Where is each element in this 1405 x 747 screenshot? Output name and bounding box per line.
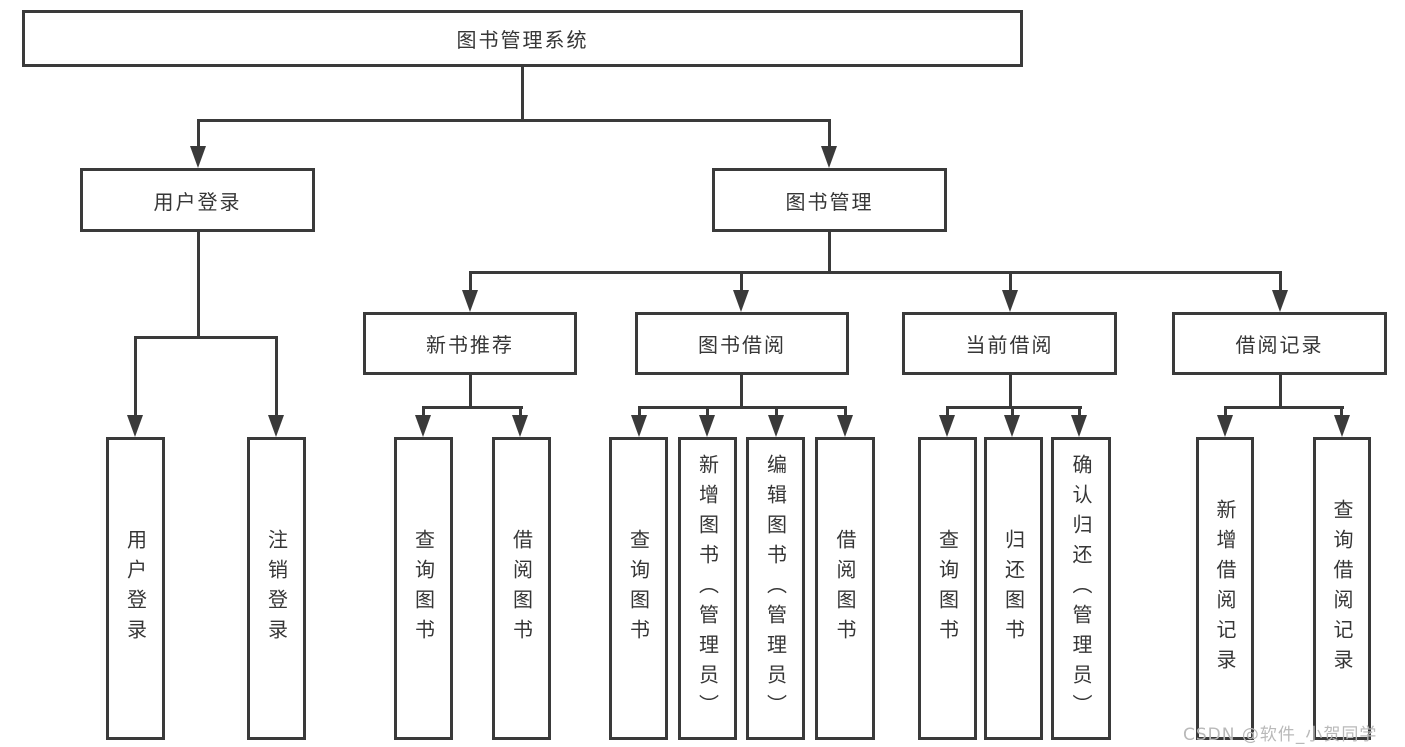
connector-br-rail [1224, 406, 1344, 409]
node-new-book-recommend-label: 新书推荐 [426, 333, 514, 357]
arrow-down-icon [1002, 290, 1018, 312]
connector-leaf-stem [1340, 406, 1343, 418]
connector-book-mgmt-down [828, 232, 831, 271]
arrow-down-icon [462, 290, 478, 312]
connector-nb-down [469, 375, 472, 406]
connector-leaf-stem [638, 406, 641, 418]
connector-bb-rail [638, 406, 847, 409]
connector-leaf-stem [422, 406, 425, 418]
connector-user-login-stem [197, 119, 200, 148]
leaf-logout-label: 注销登录 [264, 528, 289, 649]
arrow-down-icon [512, 415, 528, 437]
connector-user-login-rail [134, 336, 278, 339]
leaf-edit-book-admin-label: 编辑图书（管理员） [763, 453, 788, 724]
leaf-query-current-borrow: 查询图书 [918, 437, 977, 740]
leaf-query-current-borrow-label: 查询图书 [935, 528, 960, 649]
connector-leaf-stem [775, 406, 778, 418]
connector-cb-rail [946, 406, 1082, 409]
connector-leaf-stem [275, 336, 278, 417]
connector-br-down [1279, 375, 1282, 406]
connector-book-mgmt-rail [469, 271, 1282, 274]
leaf-add-borrow-record: 新增借阅记录 [1196, 437, 1254, 740]
connector-bb-down [740, 375, 743, 406]
arrow-down-icon [733, 290, 749, 312]
node-borrow-records: 借阅记录 [1172, 312, 1387, 375]
arrow-down-icon [415, 415, 431, 437]
connector-leaf-stem [844, 406, 847, 418]
connector-leaf-stem [946, 406, 949, 418]
leaf-confirm-return-admin: 确认归还（管理员） [1051, 437, 1111, 740]
arrow-down-icon [127, 415, 143, 437]
arrow-down-icon [268, 415, 284, 437]
connector-book-mgmt-stem [828, 119, 831, 148]
node-book-borrow-label: 图书借阅 [698, 333, 786, 357]
leaf-query-borrow-record-label: 查询借阅记录 [1330, 498, 1354, 679]
connector-leaf-stem [1011, 406, 1014, 418]
node-user-login-label: 用户登录 [153, 189, 242, 214]
leaf-add-book-admin: 新增图书（管理员） [678, 437, 737, 740]
arrow-down-icon [939, 415, 955, 437]
leaf-borrow-book: 借阅图书 [815, 437, 875, 740]
leaf-query-book-borrow-label: 查询图书 [626, 528, 651, 649]
node-new-book-recommend: 新书推荐 [363, 312, 577, 375]
connector-leaf-stem [706, 406, 709, 418]
arrow-down-icon [699, 415, 715, 437]
node-book-management: 图书管理 [712, 168, 947, 232]
connector-root-rail [197, 119, 831, 122]
connector-level3-stem [740, 271, 743, 292]
arrow-down-icon [1004, 415, 1020, 437]
arrow-down-icon [837, 415, 853, 437]
node-root: 图书管理系统 [22, 10, 1023, 67]
node-current-borrow-label: 当前借阅 [965, 333, 1054, 357]
connector-level3-stem [1279, 271, 1282, 292]
leaf-borrow-book-label: 借阅图书 [833, 528, 857, 649]
node-current-borrow: 当前借阅 [902, 312, 1117, 375]
connector-level3-stem [1009, 271, 1012, 292]
leaf-query-borrow-record: 查询借阅记录 [1313, 437, 1371, 740]
leaf-add-book-admin-label: 新增图书（管理员） [695, 453, 720, 724]
connector-leaf-stem [1224, 406, 1227, 418]
node-borrow-records-label: 借阅记录 [1235, 333, 1324, 357]
leaf-confirm-return-admin-label: 确认归还（管理员） [1069, 453, 1093, 724]
arrow-down-icon [631, 415, 647, 437]
arrow-down-icon [1217, 415, 1233, 437]
leaf-borrow-book-recommend: 借阅图书 [492, 437, 551, 740]
arrow-down-icon [1272, 290, 1288, 312]
connector-nb-rail [422, 406, 523, 409]
node-book-borrow: 图书借阅 [635, 312, 849, 375]
connector-level3-stem [469, 271, 472, 292]
node-book-management-label: 图书管理 [785, 189, 874, 214]
connector-leaf-stem [134, 336, 137, 417]
leaf-user-login: 用户登录 [106, 437, 165, 740]
leaf-edit-book-admin: 编辑图书（管理员） [746, 437, 805, 740]
connector-user-login-down [197, 232, 200, 336]
leaf-logout: 注销登录 [247, 437, 306, 740]
leaf-borrow-book-recommend-label: 借阅图书 [509, 528, 534, 649]
node-root-label: 图书管理系统 [456, 28, 589, 52]
leaf-user-login-label: 用户登录 [123, 528, 148, 649]
arrow-down-icon [1334, 415, 1350, 437]
arrow-down-icon [190, 146, 206, 168]
leaf-add-borrow-record-label: 新增借阅记录 [1213, 498, 1237, 679]
connector-leaf-stem [519, 406, 522, 418]
leaf-return-book-label: 归还图书 [1001, 528, 1026, 649]
connector-leaf-stem [1078, 406, 1081, 418]
leaf-query-book-borrow: 查询图书 [609, 437, 668, 740]
arrow-down-icon [1071, 415, 1087, 437]
arrow-down-icon [768, 415, 784, 437]
csdn-watermark: CSDN @软件_小贺同学 [1183, 725, 1378, 745]
leaf-query-book-recommend-label: 查询图书 [411, 528, 436, 649]
leaf-return-book: 归还图书 [984, 437, 1043, 740]
arrow-down-icon [821, 146, 837, 168]
connector-root-stem [521, 67, 524, 119]
node-user-login: 用户登录 [80, 168, 315, 232]
connector-cb-down [1009, 375, 1012, 406]
leaf-query-book-recommend: 查询图书 [394, 437, 453, 740]
